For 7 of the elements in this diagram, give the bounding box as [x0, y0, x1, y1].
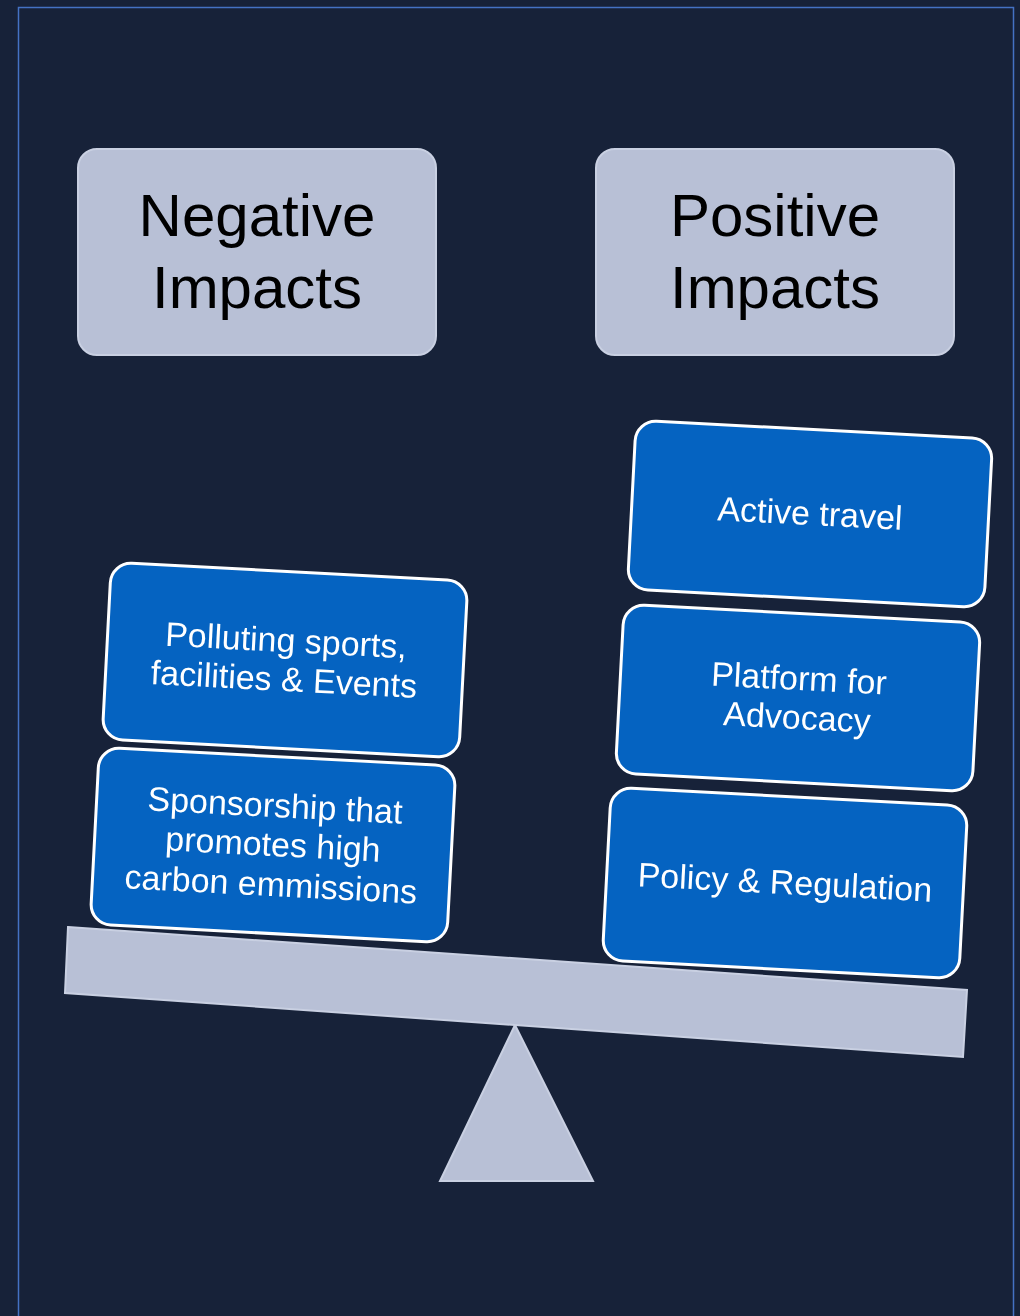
impact-box: Sponsorship that promotes high carbon emmissions — [88, 745, 458, 945]
impact-box: Active travel — [625, 418, 995, 610]
heading-box: Negative Impacts — [77, 148, 437, 356]
impact-box: Polluting sports, facilities & Events — [100, 560, 470, 760]
impact-box: Policy & Regulation — [600, 785, 970, 981]
heading-box: Positive Impacts — [595, 148, 955, 356]
impact-box: Platform for Advocacy — [613, 602, 983, 794]
